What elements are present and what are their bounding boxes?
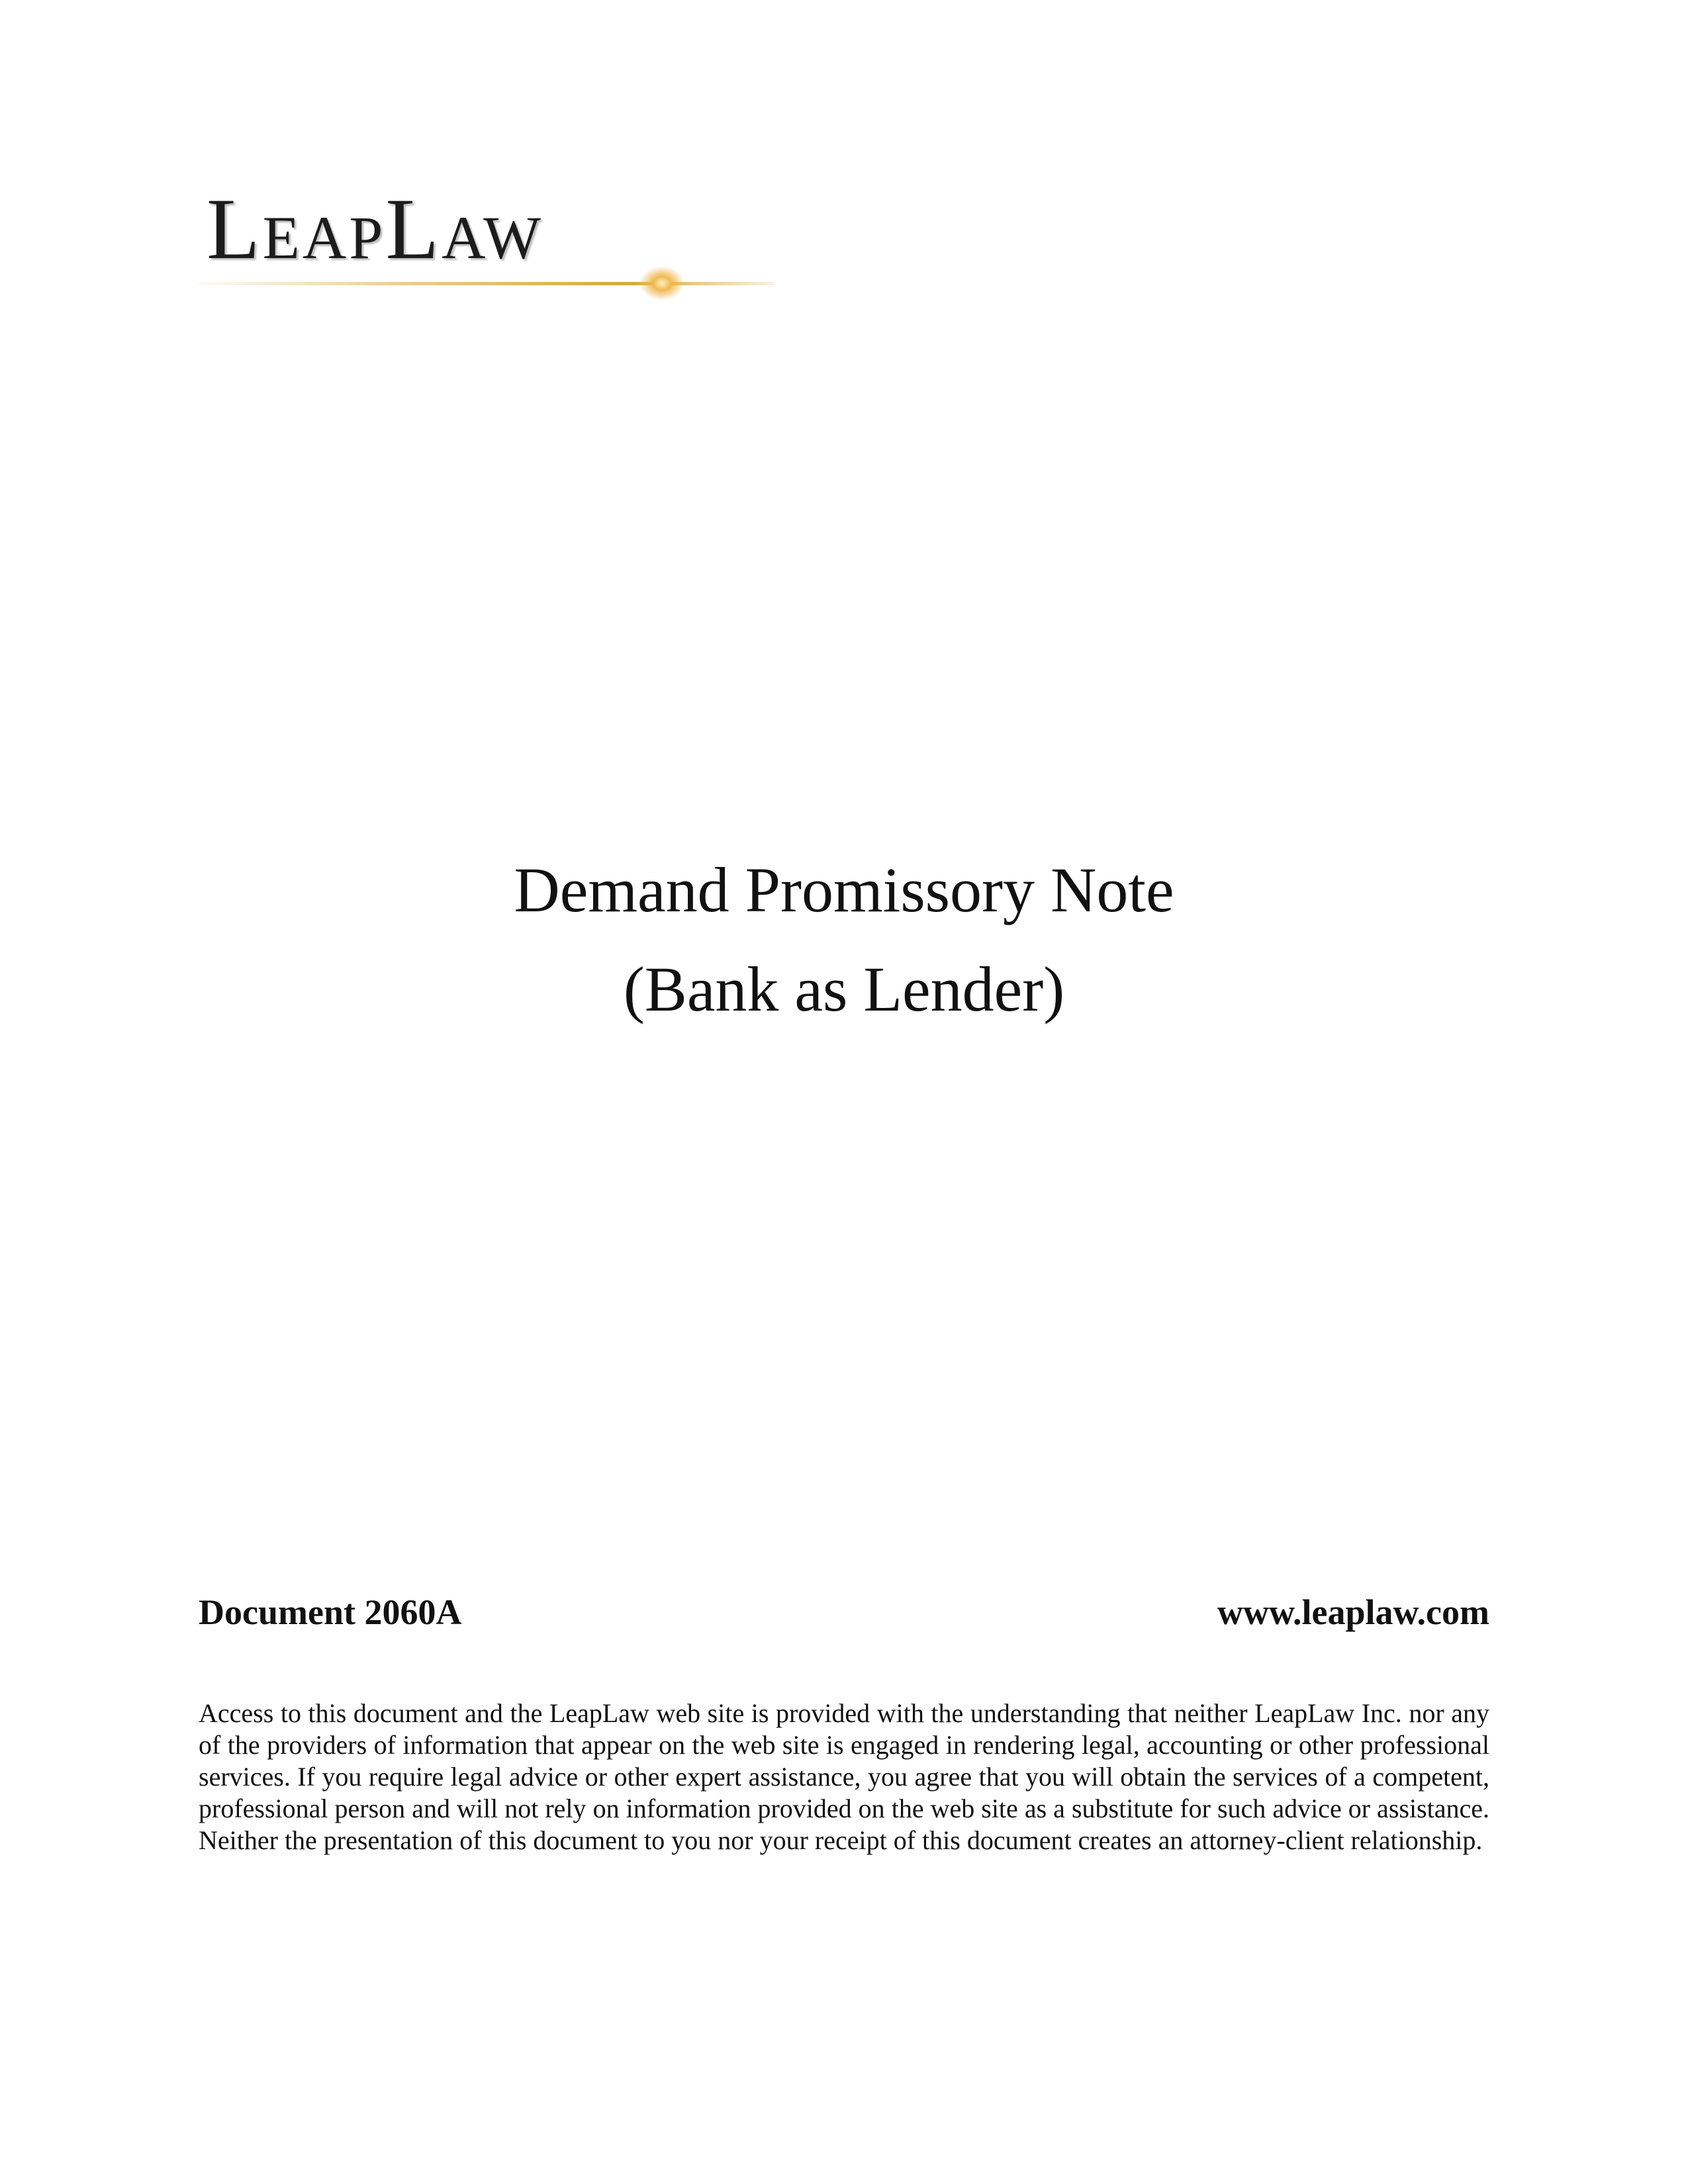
- logo-swoosh-icon: [199, 266, 774, 300]
- title-line-2: (Bank as Lender): [623, 954, 1065, 1024]
- leaplaw-logo: LeapLaw: [199, 185, 781, 318]
- logo-wordmark: LeapLaw: [207, 180, 543, 277]
- document-title: Demand Promissory Note (Bank as Lender): [199, 841, 1489, 1039]
- website-link[interactable]: www.leaplaw.com: [1217, 1592, 1489, 1632]
- document-number: Document 2060A: [199, 1592, 462, 1632]
- document-info-row: Document 2060A www.leaplaw.com: [199, 1592, 1489, 1645]
- disclaimer-text: Access to this document and the LeapLaw …: [199, 1698, 1489, 1855]
- title-line-1: Demand Promissory Note: [514, 854, 1174, 925]
